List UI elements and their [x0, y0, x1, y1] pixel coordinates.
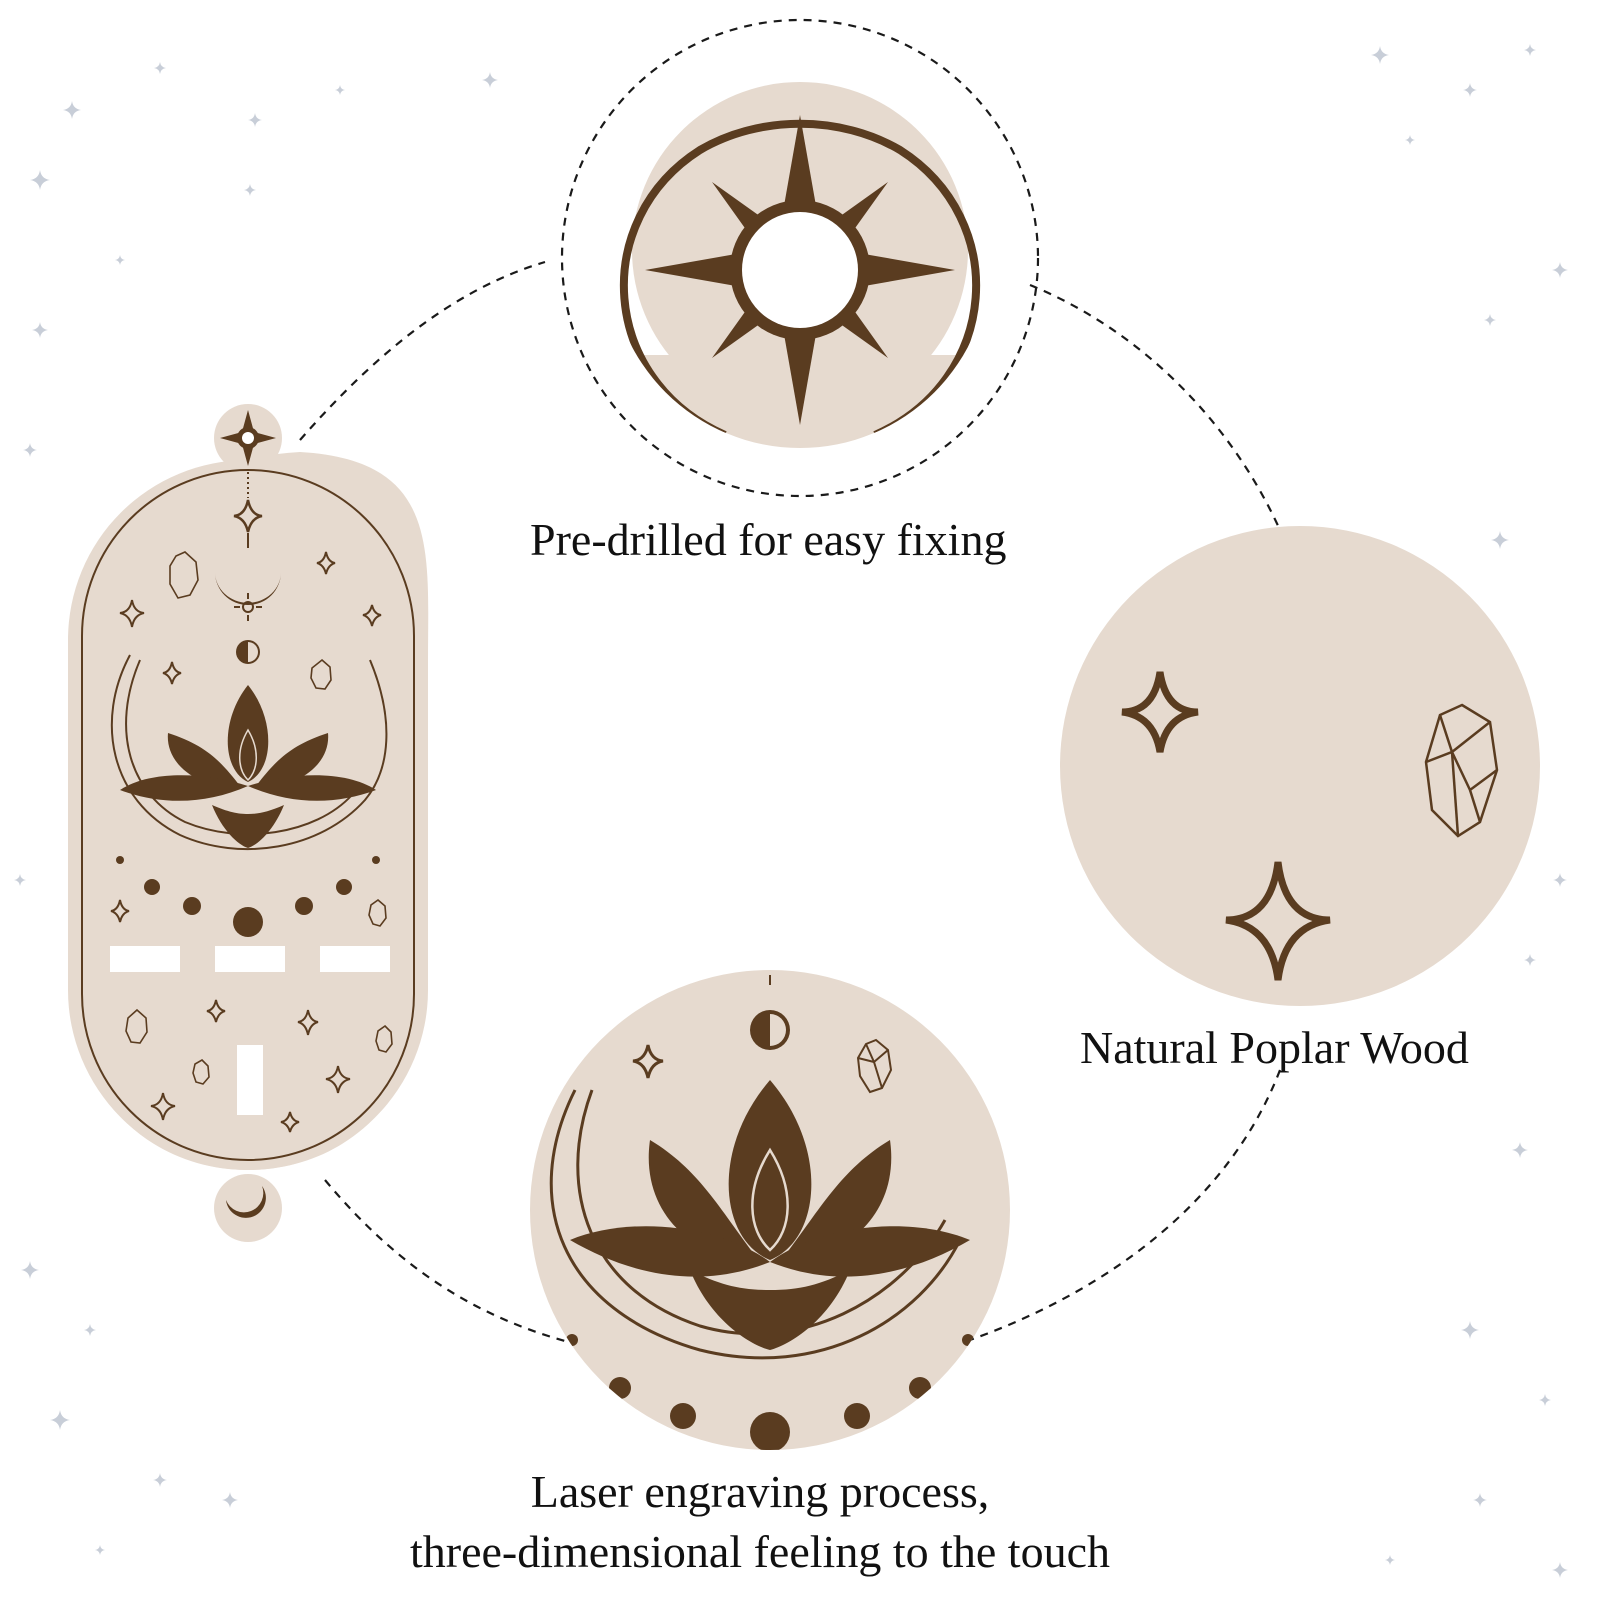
caption-natural-wood: Natural Poplar Wood	[1080, 1022, 1469, 1073]
sparkle-icon	[206, 999, 226, 1023]
predrilled-detail	[610, 68, 990, 448]
caption-laser-line2: three-dimensional feeling to the touch	[410, 1526, 1110, 1577]
product-panel	[68, 404, 429, 1242]
sun-icon	[220, 410, 276, 466]
sparkle-icon	[119, 599, 145, 628]
caption-predrilled: Pre-drilled for easy fixing	[530, 514, 1007, 565]
sparkle-icon	[316, 551, 336, 575]
sparkle-icon	[280, 1111, 300, 1133]
wood-detail	[1060, 526, 1540, 1006]
sparkle-icon	[233, 499, 263, 533]
crystal-icon	[856, 1038, 893, 1094]
half-moon-icon	[236, 640, 260, 664]
sparkle-icon	[110, 899, 130, 923]
sparkle-icon	[162, 661, 182, 685]
crystal-icon	[1424, 703, 1499, 838]
sparkle-icon	[362, 604, 382, 627]
sparkle-icon	[1225, 861, 1331, 981]
caption-laser-engraving: Laser engraving process, three-dimension…	[370, 1462, 1150, 1582]
engraving-detail	[530, 970, 1010, 1450]
dashed-connectors	[299, 18, 1282, 1347]
sparkle-icon	[632, 1044, 664, 1079]
lotus-icon	[570, 1080, 970, 1350]
sparkle-icon	[1121, 671, 1199, 753]
crescent-moon-icon	[226, 1186, 266, 1218]
crescent-moon-icon	[110, 654, 388, 851]
sparkle-icon	[325, 1065, 351, 1094]
crystal-icon	[125, 551, 393, 1085]
drill-hole	[742, 212, 858, 328]
crescent-moon-icon	[549, 1089, 962, 1360]
sun-icon	[234, 593, 262, 621]
sparkle-icon	[150, 1092, 176, 1121]
sparkle-icon	[297, 1009, 319, 1036]
caption-laser-line1: Laser engraving process,	[530, 1466, 990, 1517]
lotus-icon	[120, 685, 376, 848]
mounting-slots	[110, 946, 390, 1115]
dot-row	[116, 856, 380, 937]
half-moon-icon	[750, 1010, 790, 1050]
